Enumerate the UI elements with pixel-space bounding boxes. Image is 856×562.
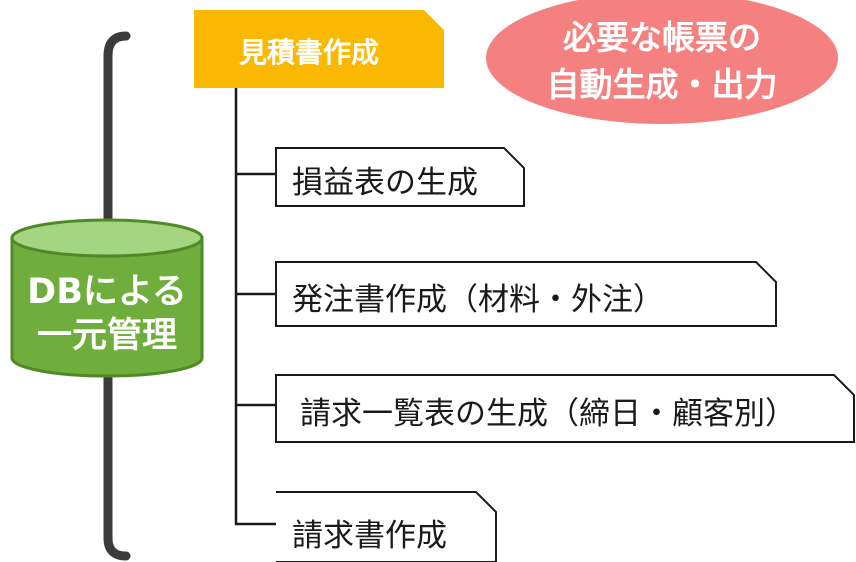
item-box-3: [275, 374, 855, 443]
item-box-2: [275, 261, 777, 327]
callout-label-line-2: 自動生成・出力: [546, 65, 778, 104]
database-label-line-2: 一元管理: [36, 316, 177, 356]
callout-label-line-1: 必要な帳票の: [563, 18, 761, 57]
callout-ellipse: [486, 0, 838, 124]
callout-label: 必要な帳票の 自動生成・出力: [498, 14, 826, 108]
item-label-1: 損益表の生成: [292, 165, 478, 201]
header-label: 見積書作成: [238, 36, 379, 69]
item-label-3: 請求一覧表の生成（締日・顧客別）: [300, 396, 796, 432]
database-label: DBによる 一元管理: [12, 270, 202, 358]
tree-connectors: [234, 88, 276, 526]
database-label-line-1: DBによる: [27, 272, 187, 312]
header-box: [194, 10, 444, 88]
database-cylinder-icon: [10, 218, 204, 378]
item-label-4: 請求書作成: [292, 518, 447, 554]
item-box-4: [276, 491, 497, 562]
item-label-2: 発注書作成（材料・外注）: [292, 282, 664, 318]
item-box-1: [275, 147, 525, 207]
